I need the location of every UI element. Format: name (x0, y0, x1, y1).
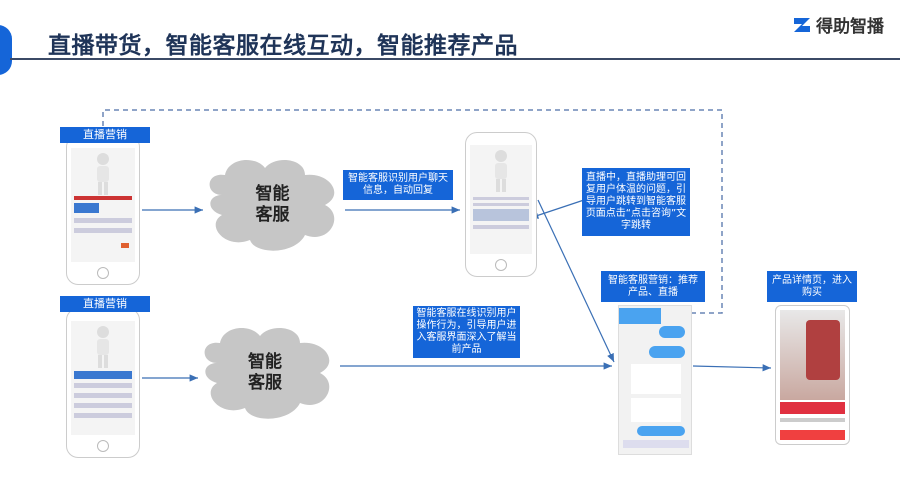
arrow-7 (692, 364, 772, 372)
cloud-shape-1 (209, 159, 335, 251)
cloud-smart-cs-1: 智能客服 (255, 184, 290, 225)
label-live-marketing-2: 直播营销 (60, 296, 150, 312)
phone-live-1 (66, 135, 140, 285)
logo-text: 得助智播 (816, 17, 884, 37)
label-cs-marketing: 智能客服营销：推荐产品、直播 (601, 271, 705, 302)
cs-chat-screen (618, 305, 692, 455)
cloud-shape-2 (204, 327, 330, 419)
section-tab (0, 25, 12, 75)
assistant-figure-icon (97, 153, 109, 195)
phone-product (775, 305, 850, 445)
label-live-marketing-1: 直播营销 (60, 127, 150, 143)
title-divider (10, 58, 900, 60)
logo-icon (794, 17, 810, 32)
arrow-3 (529, 199, 585, 219)
logo: 得助智播 (792, 12, 884, 37)
phone-chat (465, 132, 537, 277)
page-title: 直播带货，智能客服在线互动，智能推荐产品 (48, 33, 518, 59)
cloud-smart-cs-2: 智能客服 (248, 352, 282, 393)
label-product-page: 产品详情页，进入购买 (767, 271, 857, 302)
note-behavior: 智能客服在线识别用户操作行为，引导用户进入客服界面深入了解当前产品 (413, 306, 520, 358)
note-assistant: 直播中，直播助理可回复用户体温的问题，引导用户跳转到智能客服页面点击“点击咨询”… (582, 168, 690, 236)
dashed-loop-line (102, 109, 723, 314)
phone-live-2 (66, 308, 140, 458)
note-auto-reply: 智能客服识别用户聊天信息，自动回复 (343, 170, 453, 200)
arrow-6 (537, 199, 615, 363)
